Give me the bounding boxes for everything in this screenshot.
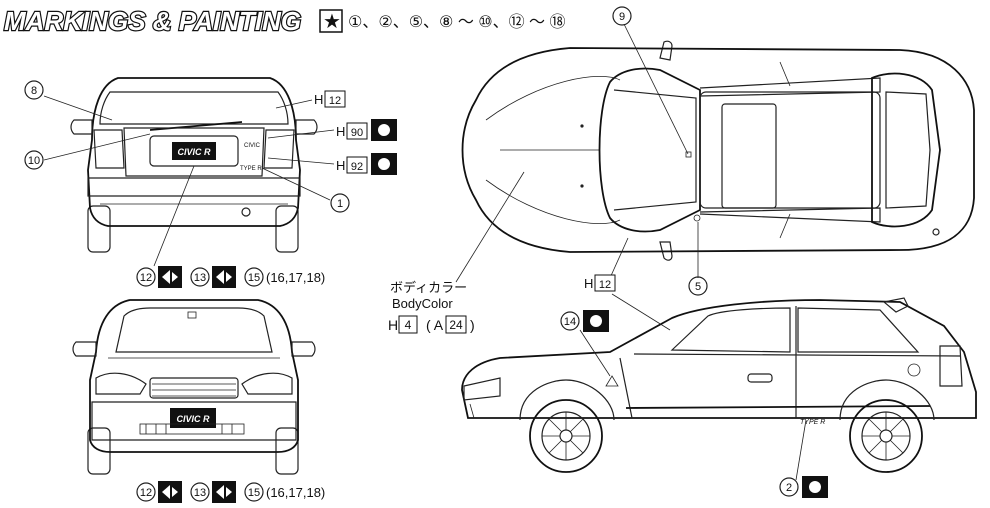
paint-brush-icon <box>802 476 828 498</box>
svg-text:( A: ( A <box>426 317 444 333</box>
svg-text:H: H <box>336 158 345 173</box>
svg-text:10: 10 <box>28 155 40 167</box>
side-type-badge: TYPE R <box>800 419 825 426</box>
paint-brush-icon <box>583 310 609 332</box>
front-plate-text: CIVIC R <box>176 414 210 424</box>
svg-text:H: H <box>388 317 398 333</box>
svg-text:9: 9 <box>619 11 625 23</box>
svg-text:90: 90 <box>351 127 363 139</box>
top-decal-9: 9 <box>612 6 632 26</box>
rear-civic-badge: CIVIC <box>244 143 261 149</box>
rear-decal-sequence: 12 13 15 (16,17,18) <box>136 266 325 288</box>
svg-text:): ) <box>470 317 475 333</box>
svg-text:12: 12 <box>329 95 341 107</box>
body-color-jp: ボディカラー <box>390 280 467 295</box>
rear-view-drawing: CIVIC R CIVIC TYPE R <box>43 77 335 267</box>
front-view-drawing: CIVIC R <box>72 299 316 475</box>
svg-text:13: 13 <box>194 487 206 499</box>
svg-text:14: 14 <box>564 316 576 328</box>
star-icon: ★ <box>323 11 341 33</box>
svg-text:92: 92 <box>351 161 363 173</box>
page-title: MARKINGS & PAINTING <box>4 6 301 36</box>
front-step-alternatives: (16,17,18) <box>266 485 325 500</box>
star-box <box>319 9 343 33</box>
svg-text:12: 12 <box>599 279 611 291</box>
top-view-drawing <box>455 23 975 283</box>
body-color-a-code: 24 <box>449 318 463 332</box>
front-step-15: 15 <box>244 482 264 502</box>
svg-text:5: 5 <box>695 281 701 293</box>
svg-text:H: H <box>336 124 345 139</box>
decal-apply-icon <box>212 481 236 503</box>
side-decal-14: 14 <box>560 310 609 332</box>
svg-text:1: 1 <box>337 198 343 210</box>
front-step-13: 13 <box>190 482 210 502</box>
rear-step-alternatives: (16,17,18) <box>266 270 325 285</box>
decal-apply-icon <box>158 481 182 503</box>
rear-decal-8: 8 <box>24 80 44 100</box>
paint-brush-icon <box>371 153 397 175</box>
rear-paint-h90: H 90 <box>336 119 397 141</box>
rear-decal-1: 1 <box>330 193 350 213</box>
svg-text:12: 12 <box>140 272 152 284</box>
side-paint-h12: H 12 <box>584 274 616 292</box>
rear-plate-text: CIVIC R <box>177 147 211 157</box>
title-block: MARKINGS & PAINTING ★ ①、②、⑤、⑧ ～ ⑩、⑫ ～ ⑱ <box>3 5 566 37</box>
svg-text:12: 12 <box>140 487 152 499</box>
rear-step-12: 12 <box>136 267 156 287</box>
required-parts-list: ①、②、⑤、⑧ ～ ⑩、⑫ ～ ⑱ <box>348 13 566 31</box>
rear-decal-10: 10 <box>24 150 44 170</box>
svg-text:15: 15 <box>248 487 260 499</box>
svg-text:H: H <box>314 92 323 107</box>
rear-paint-h92: H 92 <box>336 153 397 175</box>
paint-brush-icon <box>371 119 397 141</box>
svg-text:15: 15 <box>248 272 260 284</box>
side-view-drawing: TYPE R <box>461 293 977 481</box>
svg-text:H: H <box>584 276 593 291</box>
front-decal-sequence: 12 13 15 (16,17,18) <box>136 481 325 503</box>
rear-step-15: 15 <box>244 267 264 287</box>
side-decal-2: 2 <box>779 476 828 498</box>
svg-text:2: 2 <box>786 482 792 494</box>
rear-step-13: 13 <box>190 267 210 287</box>
svg-text:8: 8 <box>31 85 37 97</box>
body-color-label: ボディカラー BodyColor H 4 ( A 24 ) <box>388 280 475 334</box>
decal-apply-icon <box>212 266 236 288</box>
top-decal-5: 5 <box>688 276 708 296</box>
front-step-12: 12 <box>136 482 156 502</box>
rear-paint-h12: H 12 <box>314 90 346 108</box>
body-color-en: BodyColor <box>392 296 453 311</box>
rear-type-badge: TYPE R <box>240 166 262 172</box>
svg-text:13: 13 <box>194 272 206 284</box>
decal-apply-icon <box>158 266 182 288</box>
body-color-h-code: 4 <box>405 318 412 332</box>
